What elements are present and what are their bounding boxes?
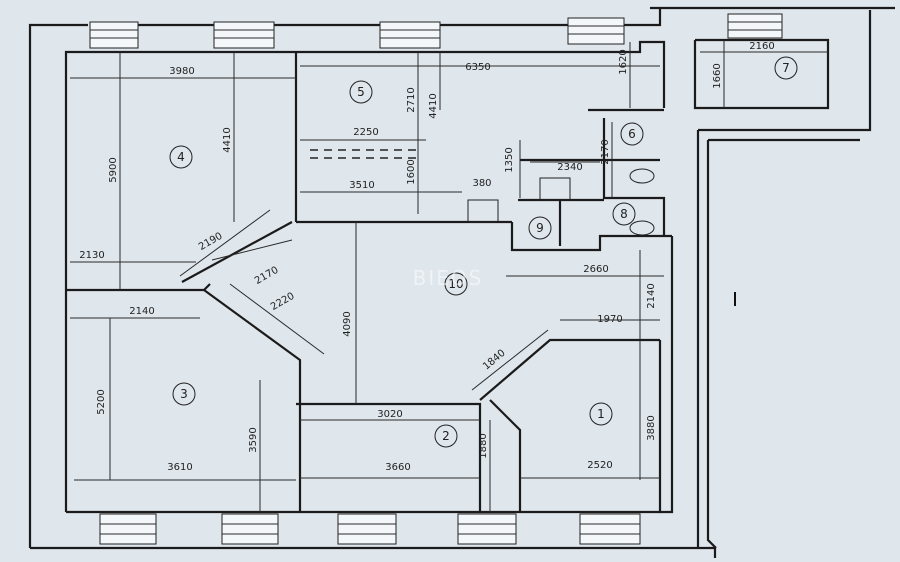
dim-2170-a: 2170 <box>600 139 611 164</box>
dim-2250: 2250 <box>353 127 378 138</box>
watermark: BIEOS <box>413 266 484 290</box>
dim-2660: 2660 <box>583 264 608 275</box>
dim-3590: 3590 <box>248 427 259 452</box>
room-5-label: 5 <box>357 85 365 99</box>
room-4-label: 4 <box>177 150 185 164</box>
room-7-label: 7 <box>782 61 790 75</box>
dim-4410-b: 4410 <box>428 93 439 118</box>
dim-1620: 1620 <box>618 49 629 74</box>
dim-2140-b: 2140 <box>129 306 154 317</box>
windows-bottom <box>99 513 641 545</box>
dim-2160: 2160 <box>749 41 774 52</box>
outer-wall-top <box>28 8 662 548</box>
dim-3980: 3980 <box>169 66 194 77</box>
dim-2340: 2340 <box>557 162 582 173</box>
room-8-label: 8 <box>620 207 628 221</box>
dim-380: 380 <box>472 178 491 189</box>
dim-3610: 3610 <box>167 462 192 473</box>
dim-2130: 2130 <box>79 250 104 261</box>
dim-5900: 5900 <box>108 157 119 182</box>
dim-2140-a: 2140 <box>646 283 657 308</box>
dim-2520: 2520 <box>587 460 612 471</box>
room-10-label: 10 <box>448 277 463 291</box>
room-1-label: 1 <box>597 407 605 421</box>
dim-6350: 6350 <box>465 62 490 73</box>
room-6-label: 6 <box>628 127 636 141</box>
outer-wall-right <box>860 10 872 132</box>
plumbing-fixtures <box>310 149 655 236</box>
dim-1350: 1350 <box>504 147 515 172</box>
dim-3020: 3020 <box>377 409 402 420</box>
room-3-label: 3 <box>180 387 188 401</box>
dim-1970: 1970 <box>597 314 622 325</box>
dim-4090: 4090 <box>342 311 353 336</box>
dimension-lines <box>70 40 828 512</box>
dim-4410-a: 4410 <box>222 127 233 152</box>
dim-5200: 5200 <box>96 389 107 414</box>
room-circles <box>169 56 798 448</box>
room-2-label: 2 <box>442 429 450 443</box>
dim-1600: 1600 <box>406 159 417 184</box>
dim-1660: 1660 <box>712 63 723 88</box>
dim-1880: 1880 <box>478 433 489 458</box>
dim-3660: 3660 <box>385 462 410 473</box>
dim-2710: 2710 <box>406 87 417 112</box>
dim-3510: 3510 <box>349 180 374 191</box>
dim-3880: 3880 <box>646 415 657 440</box>
windows-top <box>89 13 783 49</box>
room-9-label: 9 <box>536 221 544 235</box>
